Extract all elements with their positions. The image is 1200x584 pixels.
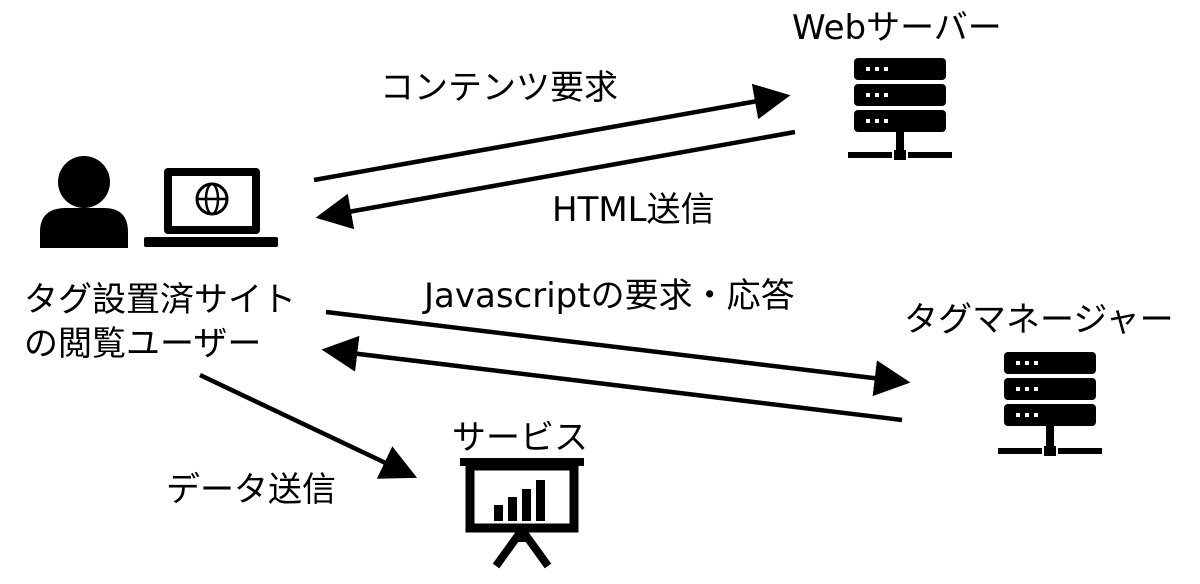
content-request-label: コンテンツ要求: [380, 68, 618, 108]
user-label-line1: タグ設置済サイト: [24, 280, 296, 320]
web-server-icon: [848, 58, 952, 160]
laptop-globe-icon: [144, 168, 278, 247]
arrow-js-response: [321, 335, 903, 423]
web-server-label: Webサーバー: [792, 8, 1002, 48]
js-request-response-label: Javascriptの要求・応答: [424, 276, 795, 316]
tag-manager-server-icon: [998, 352, 1102, 456]
presentation-chart-icon: [460, 458, 584, 569]
person-icon: [40, 156, 128, 248]
html-send-label: HTML送信: [552, 190, 715, 230]
arrow-html-send: [315, 129, 796, 230]
globe-icon: [195, 182, 229, 216]
user-label-line2: の閲覧ユーザー: [24, 324, 262, 364]
arrow-content-request: [313, 83, 791, 183]
data-send-label: データ送信: [166, 470, 336, 510]
service-label: サービス: [452, 418, 588, 458]
arrow-js-request: [325, 309, 911, 397]
tag-manager-label: タグマネージャー: [904, 300, 1174, 340]
arrow-data-send: [199, 372, 418, 479]
